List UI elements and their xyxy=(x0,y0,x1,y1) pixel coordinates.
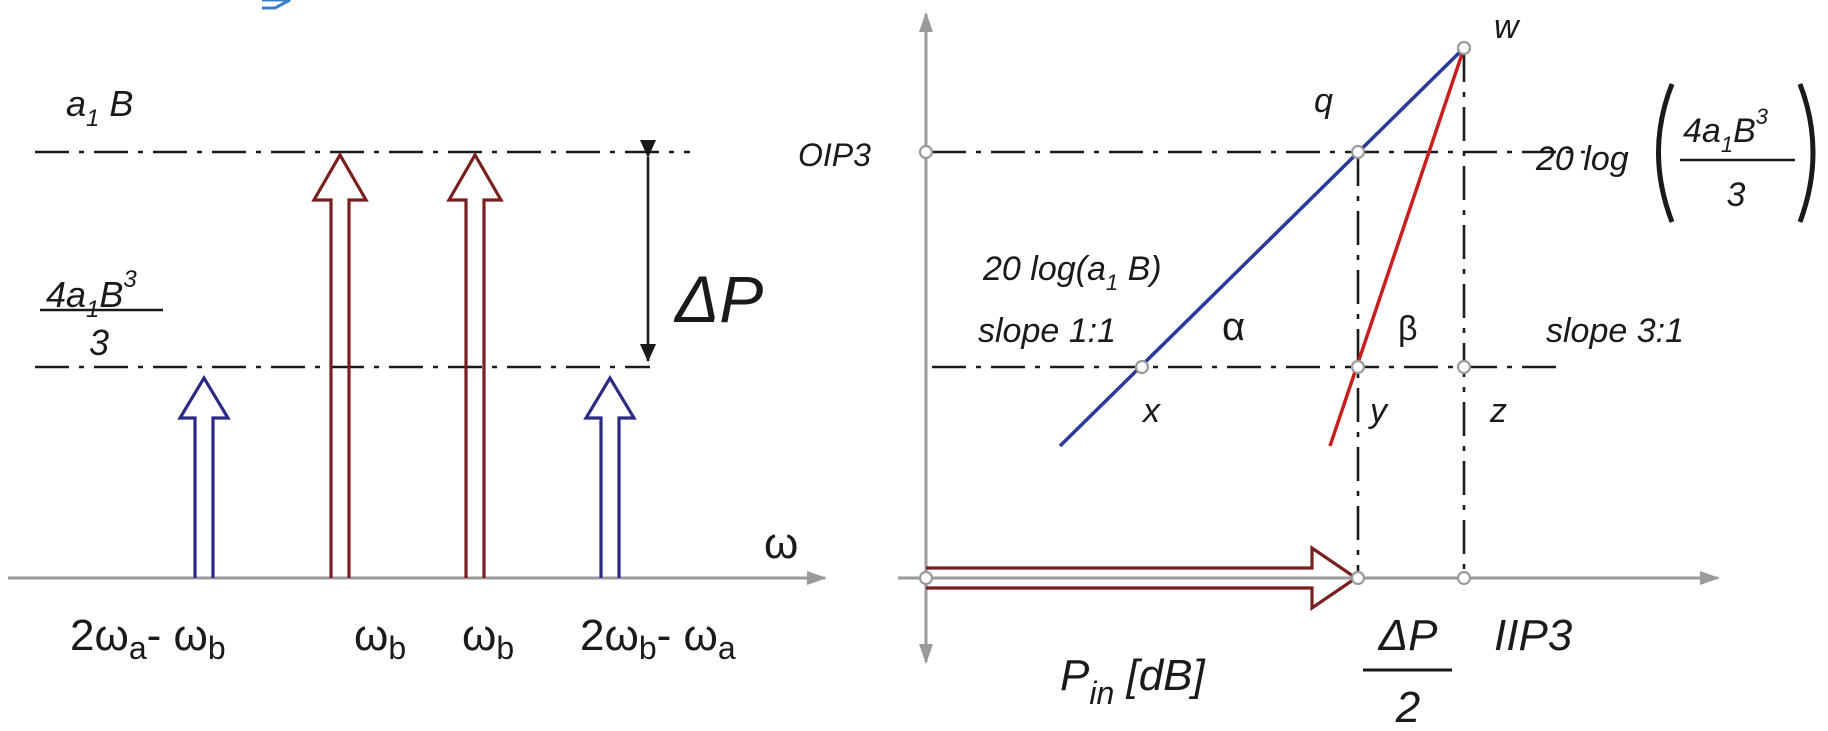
point-x-label: x xyxy=(1141,392,1161,430)
tone-label-2wb-wa: 2ωb- ωa xyxy=(580,611,736,666)
alpha-angle: α xyxy=(1222,305,1245,349)
tone-arrow-wb-2 xyxy=(446,151,504,578)
iip3-label: IIP3 xyxy=(1494,611,1573,660)
cropped-glyph xyxy=(262,0,291,10)
third-order-response-line xyxy=(1328,47,1466,447)
third-order-equation-prefix: 20 log xyxy=(1535,140,1629,178)
delta-p-label: ΔP xyxy=(673,262,763,336)
fundamental-response-line xyxy=(1058,46,1466,448)
tone-label-2wa-wb: 2ωa- ωb xyxy=(70,611,226,666)
tone-arrow-wb-1 xyxy=(311,151,369,578)
point-w xyxy=(1456,40,1472,56)
half-delta-p-denominator: 2 xyxy=(1395,683,1420,731)
tone-label-wb-1: ωb xyxy=(354,611,406,666)
im3-level-numerator: 4a1B3 xyxy=(46,266,137,323)
point-y xyxy=(1350,359,1366,375)
frequency-axis-symbol: ω xyxy=(764,519,798,568)
im3-level-denominator: 3 xyxy=(89,322,109,363)
half-delta-p-numerator: ΔP xyxy=(1378,611,1439,660)
third-order-slope: slope 3:1 xyxy=(1546,312,1684,350)
point-y-label: y xyxy=(1368,392,1389,430)
point-x xyxy=(1134,359,1150,375)
left-parenthesis xyxy=(1656,83,1675,223)
right-parenthesis xyxy=(1797,83,1816,223)
transfer-panel: OIP3 w q x y z 20 log(a1 B) slope 1:1 α … xyxy=(798,8,1816,731)
tone-arrow-2wa-wb xyxy=(177,374,231,578)
fundamental-level-label: a1 B xyxy=(66,83,133,132)
tone-arrow-2wb-wa xyxy=(583,374,637,578)
point-iip3 xyxy=(1456,570,1472,586)
spectrum-panel: a1 B 4a1B3 3 ΔP ω 2ωa- ωb ωb ωb 2ωb- ωa xyxy=(8,83,827,666)
point-q xyxy=(1350,144,1366,160)
point-w-label: w xyxy=(1494,8,1521,46)
point-z-label: z xyxy=(1489,392,1507,430)
third-order-equation-numerator: 4a1B3 xyxy=(1683,104,1769,157)
fundamental-slope: slope 1:1 xyxy=(978,312,1116,350)
point-oip3 xyxy=(918,144,934,160)
oip3-label: OIP3 xyxy=(798,137,871,173)
beta-angle: β xyxy=(1398,310,1418,348)
point-z xyxy=(1456,359,1472,375)
point-q-label: q xyxy=(1314,82,1333,120)
tone-label-wb-2: ωb xyxy=(462,611,514,666)
point-half-delta-p xyxy=(1350,570,1366,586)
input-power-label: Pin [dB] xyxy=(1060,651,1207,711)
point-origin xyxy=(918,570,934,586)
fundamental-equation: 20 log(a1 B) xyxy=(982,250,1162,295)
third-order-equation-denominator: 3 xyxy=(1727,176,1746,214)
